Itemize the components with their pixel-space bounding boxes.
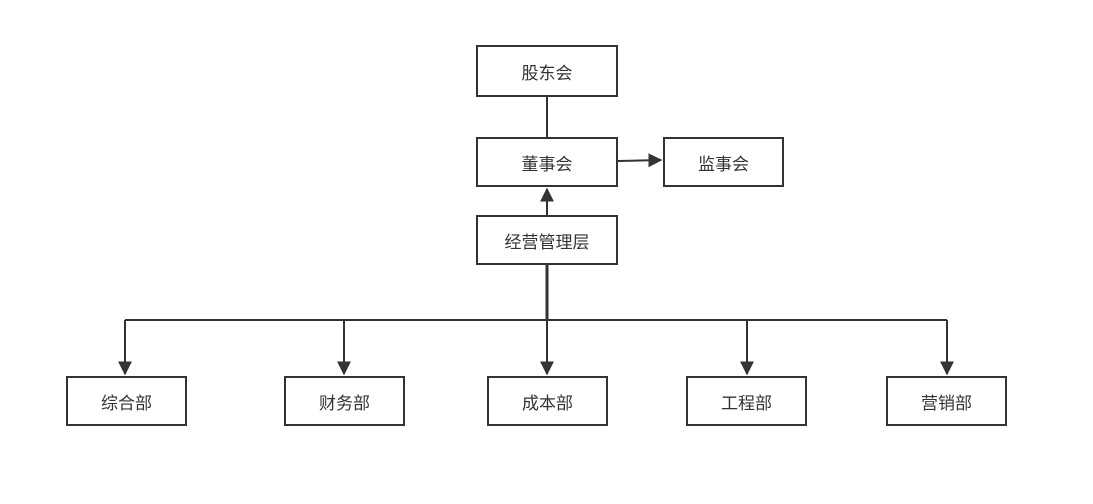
node-shareholders-meeting: 股东会 [476,45,618,97]
arrow-board-to-supervisors [617,153,663,168]
node-department-general: 综合部 [66,376,187,426]
node-department-cost: 成本部 [487,376,608,426]
node-board-of-directors: 董事会 [476,137,618,187]
node-department-marketing: 营销部 [886,376,1007,426]
node-department-finance: 财务部 [284,376,405,426]
node-department-engineering: 工程部 [686,376,807,426]
node-board-of-supervisors: 监事会 [663,137,784,187]
node-management: 经营管理层 [476,215,618,265]
